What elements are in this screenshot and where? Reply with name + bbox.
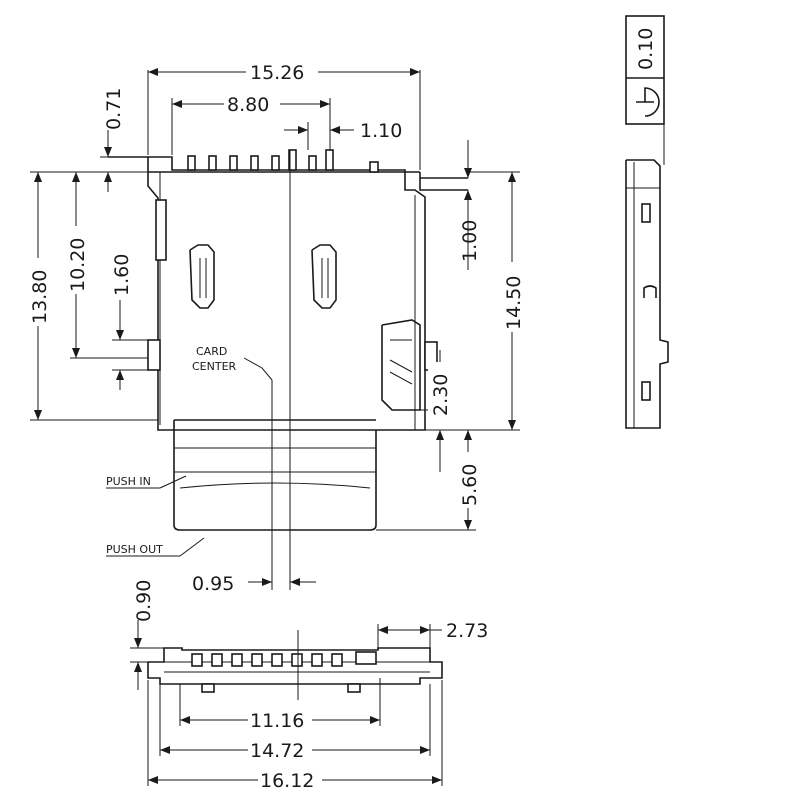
side-view-slot-bottom xyxy=(641,381,651,401)
dim-8-80-label: 8.80 xyxy=(227,94,269,116)
dim-1-00: 1.00 xyxy=(459,140,481,270)
dim-0-95: 0.95 xyxy=(192,573,316,595)
profile-symbol-icon xyxy=(636,87,660,117)
side-view-slot-top xyxy=(641,203,651,223)
dim-13-80: 13.80 xyxy=(26,171,158,421)
dim-14-50: 14.50 xyxy=(425,171,525,431)
push-out-leader xyxy=(179,537,205,557)
dim-2-73-label: 2.73 xyxy=(446,620,488,642)
dim-14-72: 14.72 xyxy=(159,684,431,762)
front-view-foot-left xyxy=(201,683,215,693)
dim-15-26: 15.26 xyxy=(147,60,421,170)
push-out-label: PUSH OUT xyxy=(106,543,163,556)
tolerance-frame: 0.10 xyxy=(625,15,665,165)
dim-5-60-label: 5.60 xyxy=(459,464,481,506)
dim-5-60: 5.60 xyxy=(376,430,481,531)
top-view-contact-pins xyxy=(187,149,379,173)
side-view-spring xyxy=(643,285,657,298)
dim-0-90: 0.90 xyxy=(130,580,164,690)
push-in-label: PUSH IN xyxy=(106,475,151,488)
dim-2-30-label: 2.30 xyxy=(430,374,452,416)
top-view-body-outline xyxy=(147,156,426,431)
dim-0-90-label: 0.90 xyxy=(133,580,155,622)
dim-1-60-label: 1.60 xyxy=(111,254,133,296)
dim-14-50-label: 14.50 xyxy=(503,276,525,330)
top-view: CARD CENTER PUSH IN PUSH OUT 15.26 8.80 xyxy=(26,60,525,595)
dim-10-20: 10.20 xyxy=(64,172,148,359)
top-view-spring-tab-left xyxy=(189,244,215,309)
dim-11-16: 11.16 xyxy=(179,678,381,732)
dim-0-71: 0.71 xyxy=(100,88,148,192)
dim-10-20-label: 10.20 xyxy=(67,238,89,292)
top-view-spring-tab-right xyxy=(311,244,337,309)
card-label: CARD xyxy=(196,345,227,358)
top-view-left-bump xyxy=(147,339,161,371)
side-view-body-outline xyxy=(625,159,669,429)
dim-1-60: 1.60 xyxy=(111,254,148,390)
dim-14-72-label: 14.72 xyxy=(250,740,304,762)
center-label: CENTER xyxy=(192,360,237,373)
dim-0-71-label: 0.71 xyxy=(103,88,125,130)
dim-16-12: 16.12 xyxy=(147,680,443,792)
dim-1-10: 1.10 xyxy=(284,120,402,150)
dim-1-10-label: 1.10 xyxy=(360,120,402,142)
dim-0-95-label: 0.95 xyxy=(192,573,234,595)
dim-15-26-label: 15.26 xyxy=(250,62,304,84)
front-view-pins xyxy=(191,651,377,667)
dim-1-00-label: 1.00 xyxy=(459,220,481,262)
top-view-left-latch xyxy=(155,199,167,261)
dim-16-12-label: 16.12 xyxy=(260,770,314,792)
side-view-tolerance-label: 0.10 xyxy=(635,28,657,70)
dim-2-30: 2.30 xyxy=(420,350,452,472)
top-view-right-ear xyxy=(419,172,468,191)
dim-8-80: 8.80 xyxy=(171,92,331,155)
top-view-card xyxy=(173,419,377,531)
dim-2-73: 2.73 xyxy=(377,620,488,648)
front-view-foot-right xyxy=(347,683,361,693)
front-view: 0.90 2.73 11.16 14 xyxy=(130,580,488,792)
card-center-pointer xyxy=(243,357,273,381)
push-in-leader xyxy=(159,475,187,489)
side-view: 0.10 xyxy=(625,15,669,429)
dim-13-80-label: 13.80 xyxy=(29,270,51,324)
dim-11-16-label: 11.16 xyxy=(250,710,304,732)
